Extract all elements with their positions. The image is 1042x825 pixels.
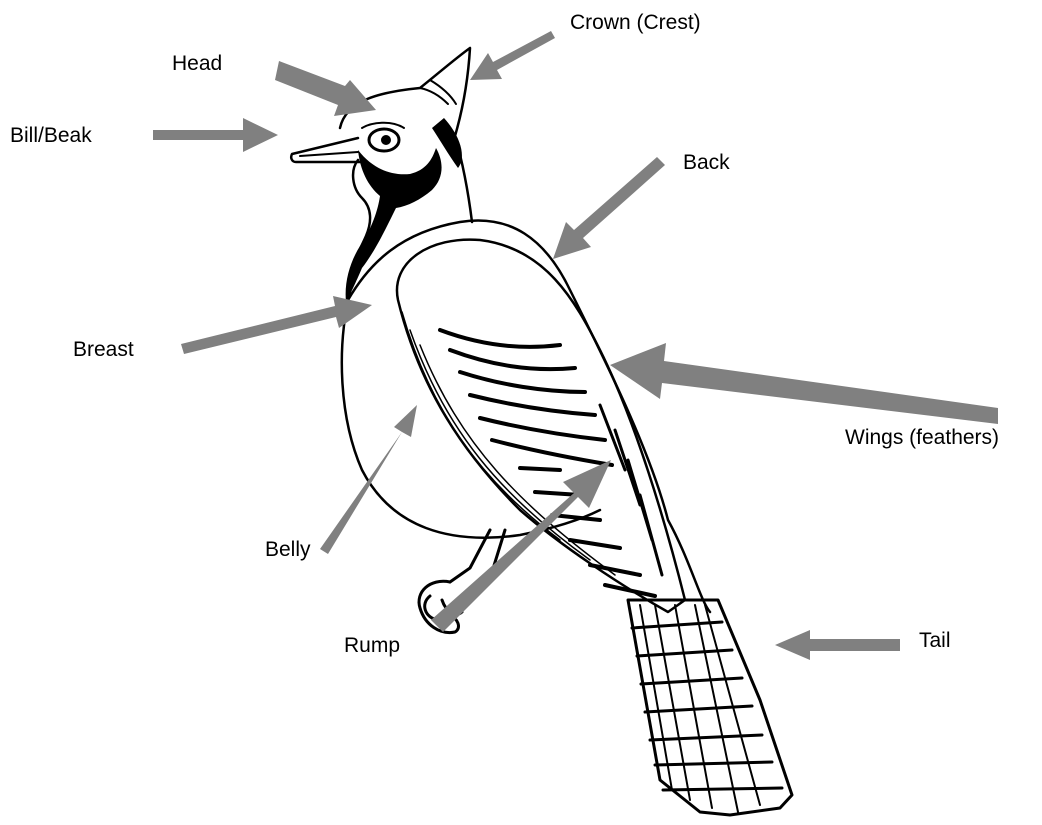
label-head: Head <box>172 52 222 75</box>
label-crown: Crown (Crest) <box>570 11 701 34</box>
arrow-back <box>553 157 665 259</box>
arrow-head <box>275 61 376 116</box>
arrow-tail <box>775 630 900 660</box>
label-wings: Wings (feathers) <box>845 426 999 449</box>
bird-body <box>342 220 710 612</box>
arrow-rump <box>431 460 611 632</box>
label-breast: Breast <box>73 338 134 361</box>
arrow-wings <box>610 343 998 424</box>
label-bill: Bill/Beak <box>10 124 92 147</box>
bird-tail <box>628 600 792 815</box>
label-belly: Belly <box>265 538 311 561</box>
label-rump: Rump <box>344 634 400 657</box>
arrow-bill <box>153 118 278 152</box>
arrow-crown <box>470 31 555 80</box>
label-back: Back <box>683 151 730 174</box>
label-tail: Tail <box>919 629 951 652</box>
pointer-arrows <box>153 31 998 660</box>
